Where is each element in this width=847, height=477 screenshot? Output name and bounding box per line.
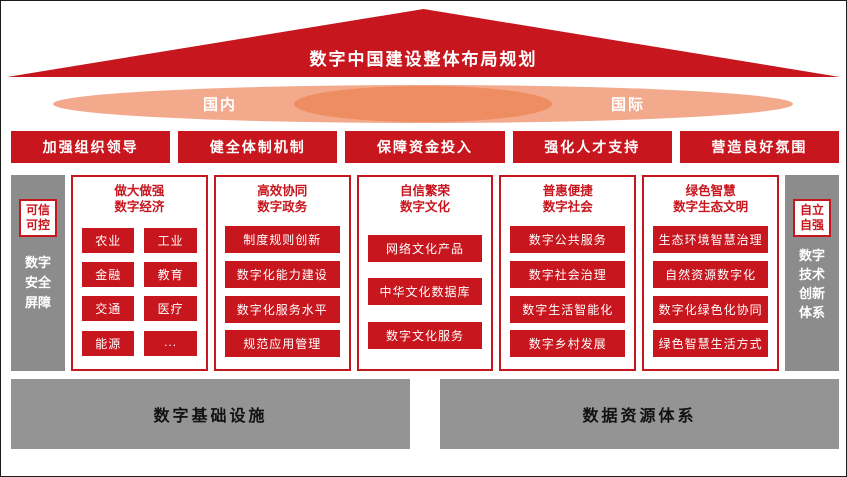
- pillar-item-education: 教育: [144, 262, 197, 288]
- diagram-title: 数字中国建设整体布局规划: [309, 50, 538, 69]
- pillar-item-transport: 交通: [82, 296, 135, 322]
- pillar-item-list: 网络文化产品 中华文化数据库 数字文化服务: [364, 219, 487, 366]
- pillar-title: 自信繁荣 数字文化: [399, 184, 450, 215]
- middle-section: 可信 可控 数字 安全 屏障 做大做强 数字经济 农业 工业 金融 教育 交通 …: [11, 175, 839, 371]
- guarantee-item-funding: 保障资金投入: [345, 131, 505, 163]
- pillar-item-list: 数字公共服务 数字社会治理 数字生活智能化 数字乡村发展: [506, 219, 629, 366]
- pillar-item: 数字社会治理: [510, 260, 626, 288]
- scope-band: 国内 国际: [53, 85, 793, 123]
- pillar-item-list: 生态环境智慧治理 自然资源数字化 数字化绿色化协同 绿色智慧生活方式: [649, 219, 772, 366]
- pillar-title: 绿色智慧 数字生态文明: [673, 184, 749, 215]
- guarantee-item-atmosphere: 营造良好氛围: [679, 131, 840, 163]
- pillar-item: 自然资源数字化: [653, 260, 768, 288]
- pillar-item: 数字公共服务: [510, 226, 626, 254]
- pillar-digital-government: 高效协同 数字政务 制度规则创新 数字化能力建设 数字化服务水平 规范应用管理: [213, 175, 351, 371]
- pillar-title: 做大做强 数字经济: [114, 184, 165, 215]
- pillar-item: 制度规则创新: [224, 226, 340, 254]
- pillar-item: 数字化服务水平: [224, 295, 340, 323]
- foundation-digital-infrastructure: 数字基础设施: [11, 379, 410, 449]
- pillar-item-grid: 农业 工业 金融 教育 交通 医疗 能源 ...: [78, 219, 201, 366]
- guarantee-item-institutions: 健全体制机制: [178, 131, 338, 163]
- pillar-item: 数字文化服务: [367, 321, 483, 349]
- foundation-row: 数字基础设施 数据资源体系: [11, 379, 839, 449]
- pillar-item-finance: 金融: [82, 262, 135, 288]
- pillar-item: 规范应用管理: [224, 330, 340, 358]
- sidebar-digital-security: 可信 可控 数字 安全 屏障: [11, 175, 65, 371]
- pillar-digital-eco-civilization: 绿色智慧 数字生态文明 生态环境智慧治理 自然资源数字化 数字化绿色化协同 绿色…: [642, 175, 779, 371]
- roof-shape: 数字中国建设整体布局规划: [7, 9, 840, 77]
- pillar-item: 绿色智慧生活方式: [653, 330, 768, 358]
- pillar-item-energy: 能源: [82, 330, 135, 356]
- badge-self-reliance: 自立 自强: [792, 199, 831, 237]
- pillar-title: 高效协同 数字政务: [257, 184, 308, 215]
- scope-label-domestic: 国内: [203, 96, 238, 114]
- guarantee-row: 加强组织领导 健全体制机制 保障资金投入 强化人才支持 营造良好氛围: [11, 131, 840, 163]
- pillar-item: 数字乡村发展: [510, 330, 626, 358]
- pillar-item: 数字化绿色化协同: [653, 295, 768, 323]
- pillar-item-agriculture: 农业: [82, 227, 135, 253]
- pillar-item: 网络文化产品: [367, 234, 483, 262]
- guarantee-item-talent: 强化人才支持: [512, 131, 672, 163]
- pillar-digital-society: 普惠便捷 数字社会 数字公共服务 数字社会治理 数字生活智能化 数字乡村发展: [499, 175, 637, 371]
- sidebar-digital-tech-innovation-label: 数字 技术 创新 体系: [798, 248, 825, 320]
- pillar-item-medical: 医疗: [144, 296, 197, 322]
- pillar-digital-economy: 做大做强 数字经济 农业 工业 金融 教育 交通 医疗 能源 ...: [71, 175, 208, 371]
- pillar-item: 数字化能力建设: [224, 260, 340, 288]
- sidebar-digital-security-label: 数字 安全 屏障: [24, 255, 51, 311]
- guarantee-item-org-leadership: 加强组织领导: [11, 131, 171, 163]
- pillar-title: 普惠便捷 数字社会: [542, 184, 593, 215]
- pillar-item-list: 制度规则创新 数字化能力建设 数字化服务水平 规范应用管理: [221, 219, 344, 366]
- pillar-item-more: ...: [144, 330, 197, 356]
- sidebar-digital-tech-innovation: 自立 自强 数字 技术 创新 体系: [784, 175, 839, 371]
- pillar-item: 中华文化数据库: [367, 278, 483, 306]
- pillar-item: 生态环境智慧治理: [653, 226, 768, 254]
- scope-label-international: 国际: [611, 96, 646, 114]
- scope-band-inner-ellipse: [294, 86, 552, 122]
- foundation-data-resource-system: 数据资源体系: [440, 379, 839, 449]
- pillar-item-industry: 工业: [144, 227, 197, 253]
- pillar-item: 数字生活智能化: [510, 295, 626, 323]
- pillar-digital-culture: 自信繁荣 数字文化 网络文化产品 中华文化数据库 数字文化服务: [356, 175, 494, 371]
- badge-trusted-controllable: 可信 可控: [19, 199, 57, 237]
